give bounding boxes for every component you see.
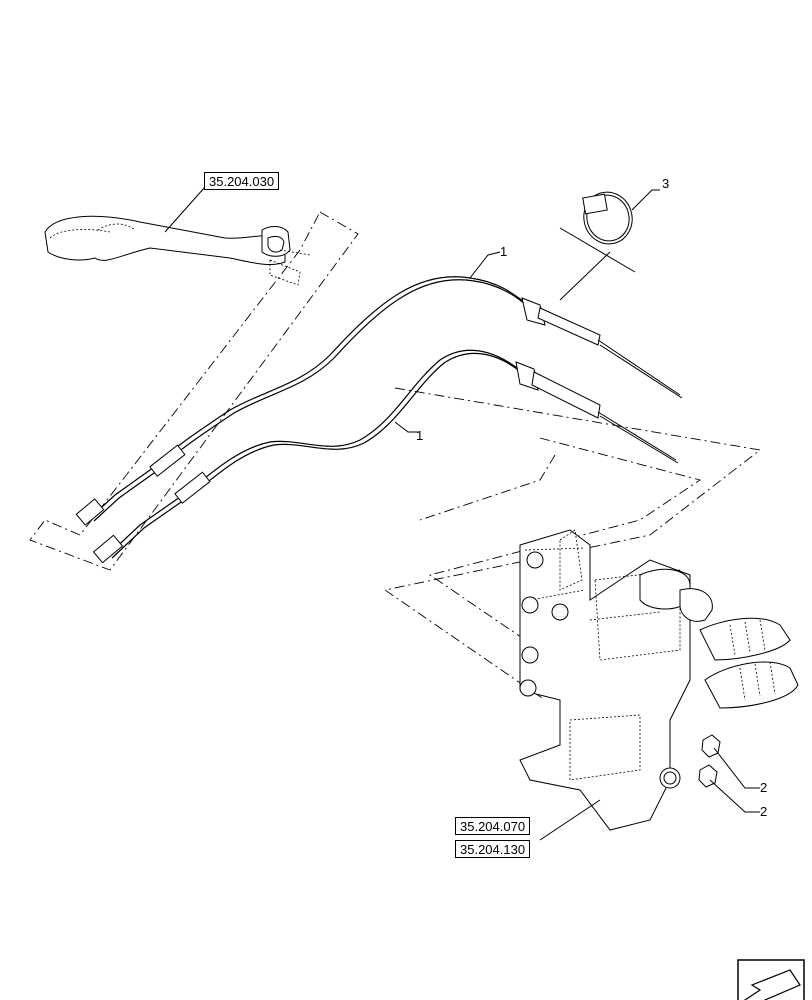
cable-upper xyxy=(75,276,683,526)
valve-block xyxy=(519,529,799,831)
ref-box-valve-070[interactable]: 35.204.070 xyxy=(455,817,531,835)
ref-box-lever[interactable]: 35.204.030 xyxy=(204,172,280,190)
callout-tie: 3 xyxy=(662,176,669,191)
phantom-lines xyxy=(29,211,762,701)
callout-nut-upper: 2 xyxy=(760,780,767,795)
leader-lines xyxy=(164,186,760,841)
ref-box-valve-130[interactable]: 35.204.130 xyxy=(455,840,531,858)
nut-lower xyxy=(698,764,718,788)
nut-upper xyxy=(701,734,721,758)
lever-handle xyxy=(44,215,311,286)
back-arrow-icon[interactable] xyxy=(737,959,805,1000)
callout-nut-lower: 2 xyxy=(760,804,767,819)
cable-lower xyxy=(92,349,679,564)
callout-cable-upper: 1 xyxy=(500,244,507,259)
cable-tie xyxy=(559,191,636,301)
callout-cable-lower: 1 xyxy=(416,428,423,443)
